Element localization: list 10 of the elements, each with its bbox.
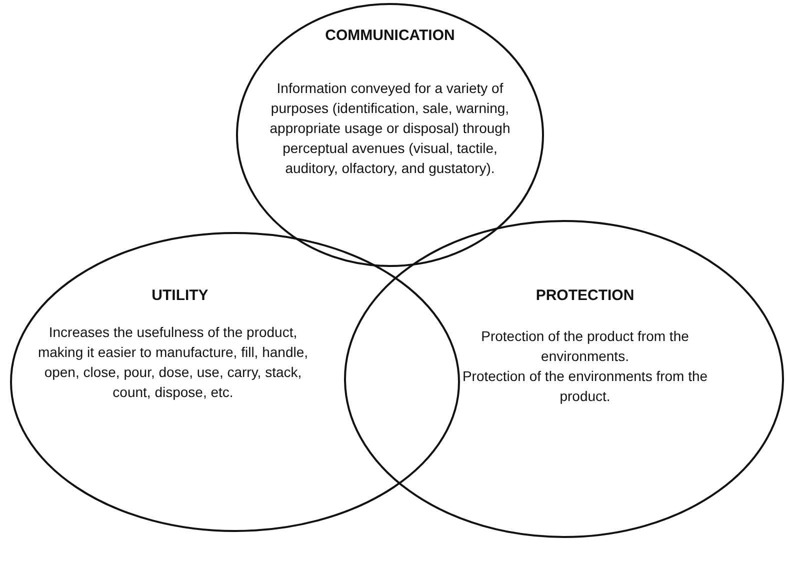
description-text: Increases the usefulness of the product, making it easier to manufacture, fill, handle, open, close, pour, dose, use, carry, stack, count, dispose, etc. (36, 323, 310, 402)
description-text: Protection of the environments from the product. (461, 367, 709, 406)
heading: COMMUNICATION (324, 26, 456, 46)
heading: UTILITY (150, 286, 210, 306)
venn-ellipse (344, 220, 784, 538)
description-text: Information conveyed for a variety of purposes (identification, sale, warning, appropriate usage or disposal) through perceptual avenues (visual, tactile, auditory, olfactory, and gustatory). (268, 79, 512, 178)
description-text: Protection of the product from the environments. (480, 327, 690, 366)
heading: PROTECTION (534, 286, 636, 306)
venn-ellipse (10, 232, 460, 532)
venn-ellipse (236, 3, 544, 267)
